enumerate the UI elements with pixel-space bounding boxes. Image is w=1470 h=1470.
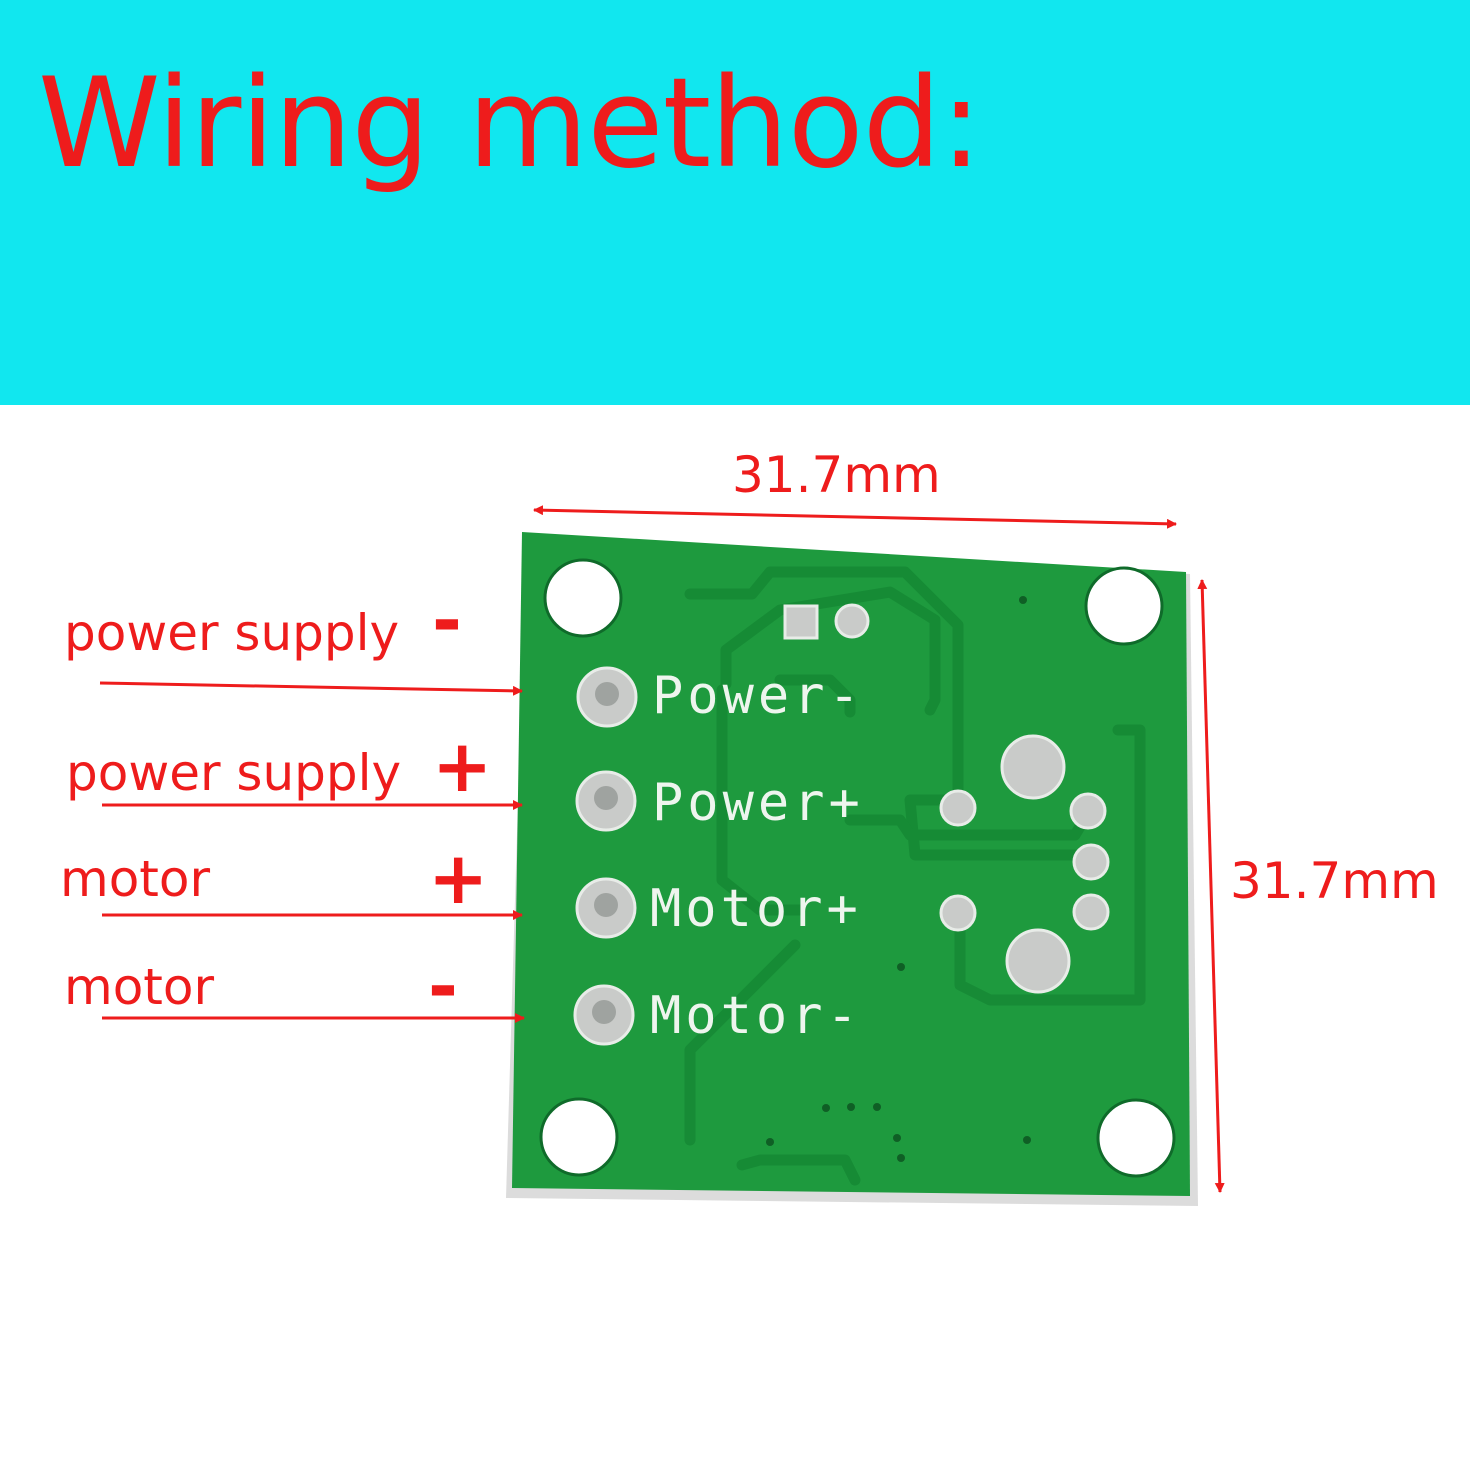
mounting-hole-top-right — [1084, 566, 1164, 646]
dimension-arrows — [533, 505, 1225, 1193]
wiring-arrows — [99, 681, 525, 1023]
mounting-hole-top-left — [543, 558, 623, 638]
sign-power-supply-minus: - — [432, 578, 462, 662]
banner-title: Wiring method: — [38, 52, 982, 196]
pcb-board — [506, 532, 1198, 1206]
label-motor-minus: motor — [64, 958, 215, 1016]
arrow-power-minus — [99, 681, 523, 696]
height-dimension-arrow — [1197, 579, 1225, 1193]
height-dimension-label: 31.7mm — [1230, 852, 1439, 910]
sign-power-supply-plus: + — [432, 724, 493, 808]
silk-label-power-plus: Power+ — [652, 773, 864, 833]
silk-label-motor-minus: Motor- — [650, 986, 862, 1046]
silk-label-power-minus: Power- — [652, 666, 864, 726]
sign-motor-minus: - — [428, 944, 458, 1028]
label-power-supply-plus: power supply — [66, 744, 402, 802]
pad-motor-plus — [575, 877, 637, 939]
mounting-hole-bottom-right — [1096, 1098, 1176, 1178]
pad-motor-minus — [573, 984, 635, 1046]
solder-pads — [783, 603, 1110, 994]
pad-power-plus — [575, 770, 637, 832]
silk-label-motor-plus: Motor+ — [650, 879, 862, 939]
header-banner: Wiring method: — [0, 0, 1470, 405]
label-motor-plus: motor — [60, 850, 211, 908]
mounting-hole-bottom-left — [539, 1097, 619, 1177]
width-dimension-label: 31.7mm — [732, 446, 941, 504]
sign-motor-plus: + — [428, 836, 489, 920]
pad-power-minus — [576, 666, 638, 728]
label-power-supply-minus: power supply — [64, 604, 400, 662]
width-dimension-arrow — [533, 505, 1177, 529]
